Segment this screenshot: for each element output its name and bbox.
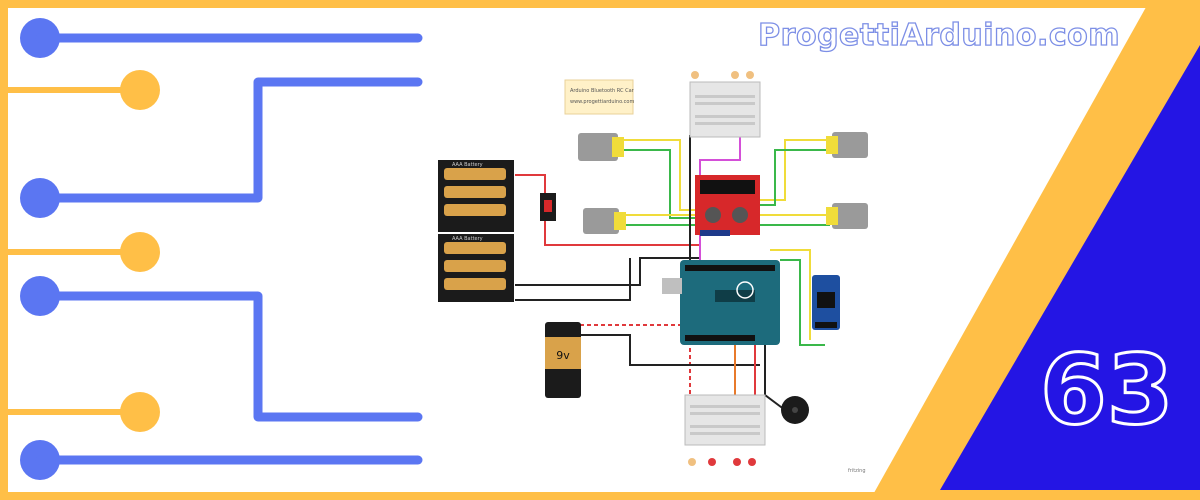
bluetooth-module xyxy=(812,275,840,330)
svg-text:AAA Battery: AAA Battery xyxy=(452,162,483,168)
motor xyxy=(583,208,626,234)
motor xyxy=(578,133,624,161)
yellow-node xyxy=(120,70,160,110)
yellow-node xyxy=(120,392,160,432)
svg-text:9v: 9v xyxy=(556,349,570,362)
note-title: Arduino Bluetooth RC Car xyxy=(570,88,635,94)
motor xyxy=(826,132,868,158)
brand-title: ProgettiArduino.com xyxy=(758,17,1121,53)
wiring-schematic: Arduino Bluetooth RC Car www.progettiard… xyxy=(438,71,868,474)
battery-pack: AAA Battery xyxy=(438,160,514,232)
motor-driver xyxy=(695,175,760,236)
note-url: www.progettiarduino.com xyxy=(570,99,634,105)
nine-volt-battery: 9v xyxy=(545,322,581,398)
battery-pack: AAA Battery xyxy=(438,234,514,302)
blue-corner xyxy=(940,45,1200,490)
yellow-node xyxy=(120,232,160,272)
episode-number: 63 xyxy=(1039,333,1176,448)
motor xyxy=(826,203,868,229)
circuit-traces xyxy=(0,18,423,480)
svg-text:AAA Battery: AAA Battery xyxy=(452,236,483,242)
fritzing-label: fritzing xyxy=(848,468,866,474)
arduino-board xyxy=(662,260,780,345)
